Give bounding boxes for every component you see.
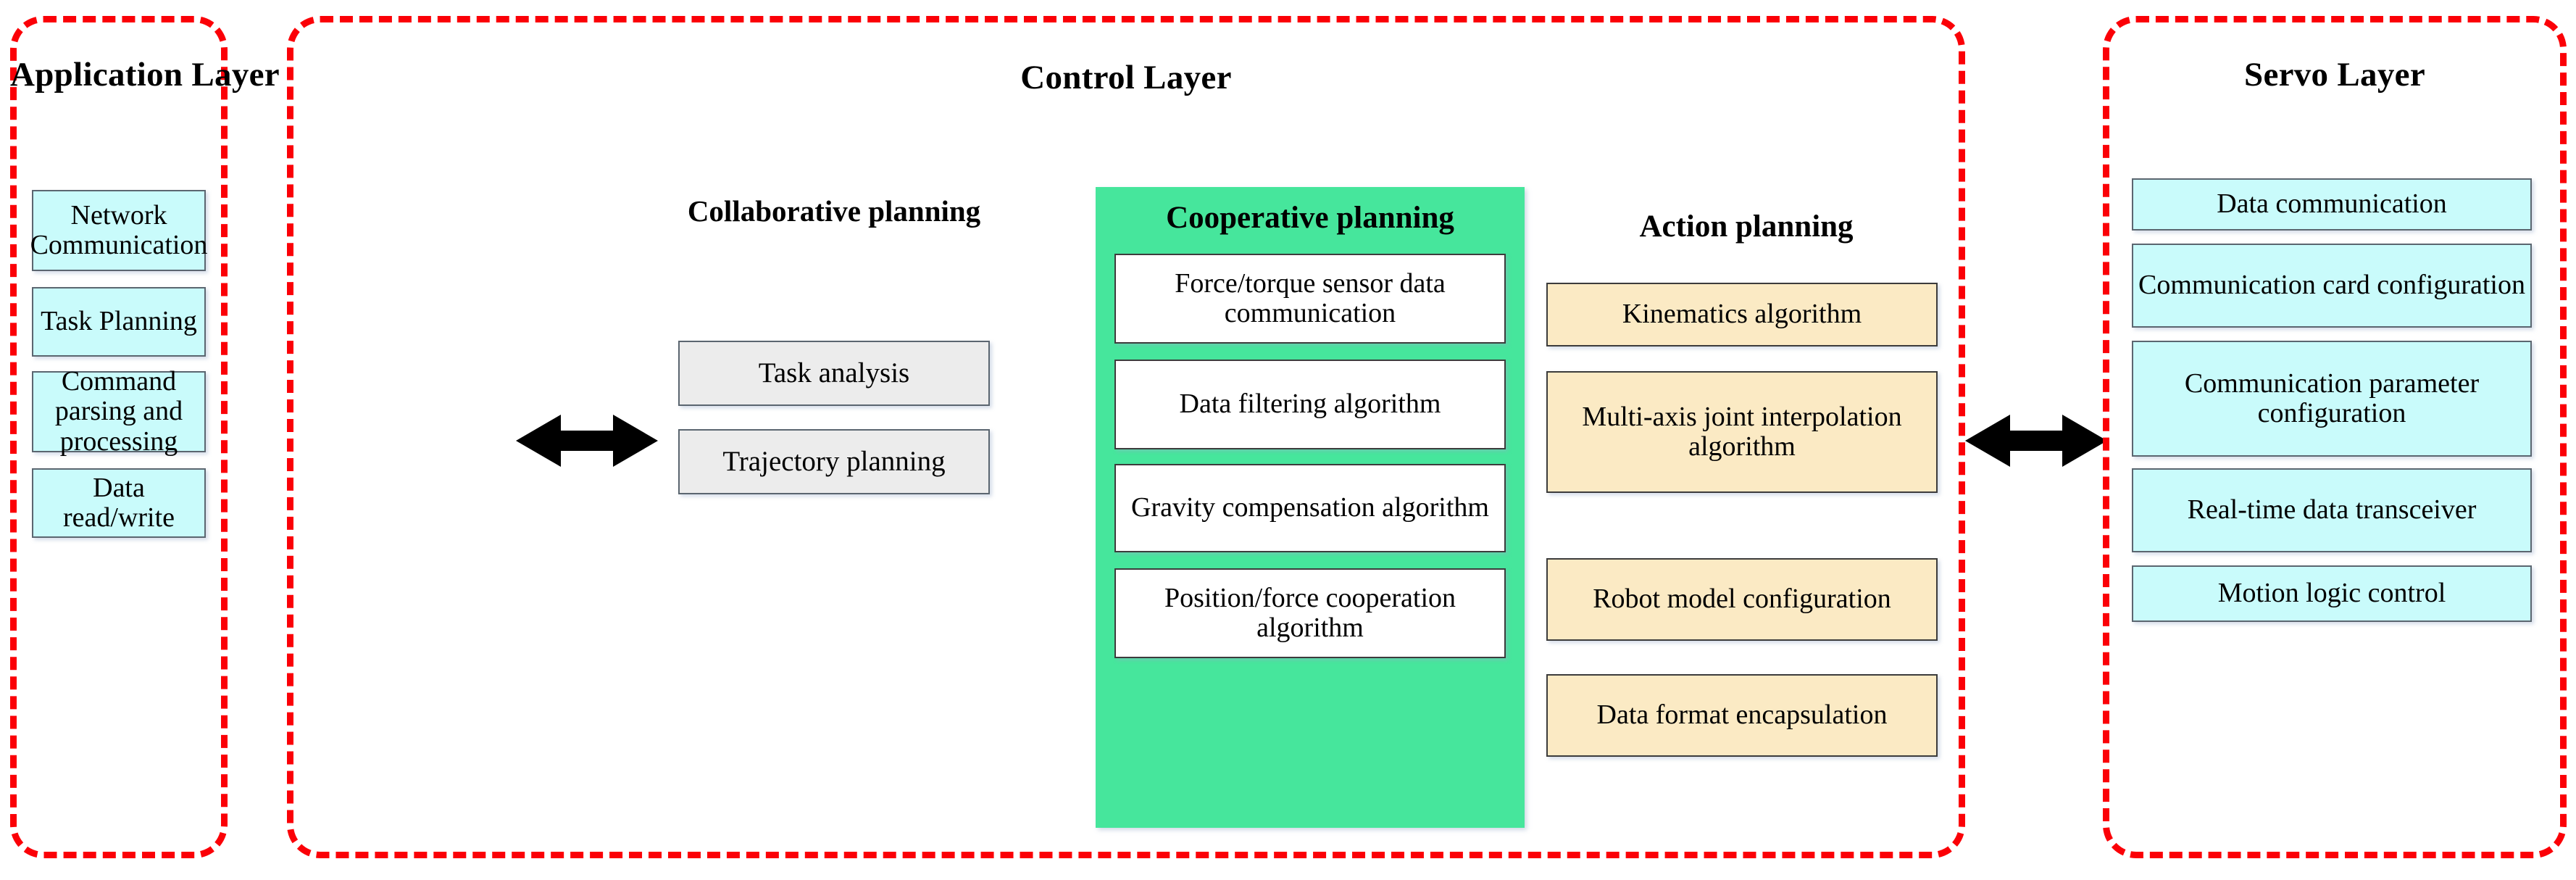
node-label: Data communication: [2217, 188, 2447, 220]
node-label: Multi-axis joint interpolation algorithm: [1582, 401, 1902, 462]
application-node-data-read-write[interactable]: Data read/write: [32, 468, 206, 538]
action-planning-heading: Action planning: [1639, 209, 1854, 244]
node-label: Data filtering algorithm: [1179, 389, 1441, 420]
node-label: Command parsing and processing: [54, 366, 183, 457]
application-node-command-parsing[interactable]: Command parsing and processing: [32, 367, 206, 456]
application-layer-title: Application Layer: [10, 56, 280, 94]
action-node-data-format-encapsulation[interactable]: Data format encapsulation: [1546, 674, 1938, 757]
double-arrow-icon-control-servo: [1965, 404, 2107, 477]
servo-node-communication-card-configuration[interactable]: Communication card configuration: [2132, 244, 2532, 328]
servo-node-communication-parameter-configuration[interactable]: Communication parameter configuration: [2132, 341, 2532, 457]
cooperative-node-position-force-cooperation[interactable]: Position/force cooperation algorithm: [1114, 568, 1506, 658]
node-label: Kinematics algorithm: [1622, 299, 1862, 330]
cooperative-node-data-filtering[interactable]: Data filtering algorithm: [1114, 360, 1506, 449]
node-label: Motion logic control: [2217, 578, 2446, 609]
action-node-robot-model-configuration[interactable]: Robot model configuration: [1546, 558, 1938, 641]
control-layer-title: Control Layer: [1020, 59, 1232, 96]
cooperative-node-gravity-compensation[interactable]: Gravity compensation algorithm: [1114, 464, 1506, 552]
node-label: Real-time data transceiver: [2187, 494, 2477, 526]
servo-node-motion-logic-control[interactable]: Motion logic control: [2132, 565, 2532, 622]
node-label: Communication card configuration: [2138, 270, 2525, 301]
node-label: Position/force cooperation algorithm: [1164, 582, 1456, 643]
servo-node-data-communication[interactable]: Data communication: [2132, 178, 2532, 231]
collaborative-node-trajectory-planning[interactable]: Trajectory planning: [678, 429, 990, 494]
node-label: Gravity compensation algorithm: [1131, 492, 1489, 523]
node-label: Communication parameter configuration: [2184, 368, 2480, 428]
node-label: Trajectory planning: [722, 445, 946, 477]
servo-layer-panel: [2103, 16, 2567, 858]
collaborative-planning-heading: Collaborative planning: [687, 194, 981, 228]
node-label: Force/torque sensor data communication: [1175, 267, 1446, 328]
node-label: Network Communication: [30, 199, 208, 260]
double-arrow-icon-application-control: [516, 404, 658, 477]
action-node-multi-axis-joint-interpolation[interactable]: Multi-axis joint interpolation algorithm: [1546, 371, 1938, 493]
node-label: Data read/write: [62, 472, 175, 533]
servo-node-real-time-data-transceiver[interactable]: Real-time data transceiver: [2132, 468, 2532, 552]
cooperative-node-force-torque-sensor[interactable]: Force/torque sensor data communication: [1114, 254, 1506, 344]
node-label: Robot model configuration: [1593, 584, 1891, 615]
node-label: Data format encapsulation: [1596, 700, 1888, 731]
application-node-task-planning[interactable]: Task Planning: [32, 287, 206, 357]
node-label: Task Planning: [41, 306, 197, 337]
application-node-network-communication[interactable]: Network Communication: [30, 190, 208, 271]
node-label: Task analysis: [758, 357, 910, 389]
application-layer-panel: [10, 16, 228, 858]
collaborative-node-task-analysis[interactable]: Task analysis: [678, 341, 990, 406]
servo-layer-title: Servo Layer: [2244, 56, 2425, 94]
cooperative-planning-heading: Cooperative planning: [1166, 201, 1454, 235]
control-layer-panel: [287, 16, 1965, 858]
action-node-kinematics-algorithm[interactable]: Kinematics algorithm: [1546, 283, 1938, 346]
